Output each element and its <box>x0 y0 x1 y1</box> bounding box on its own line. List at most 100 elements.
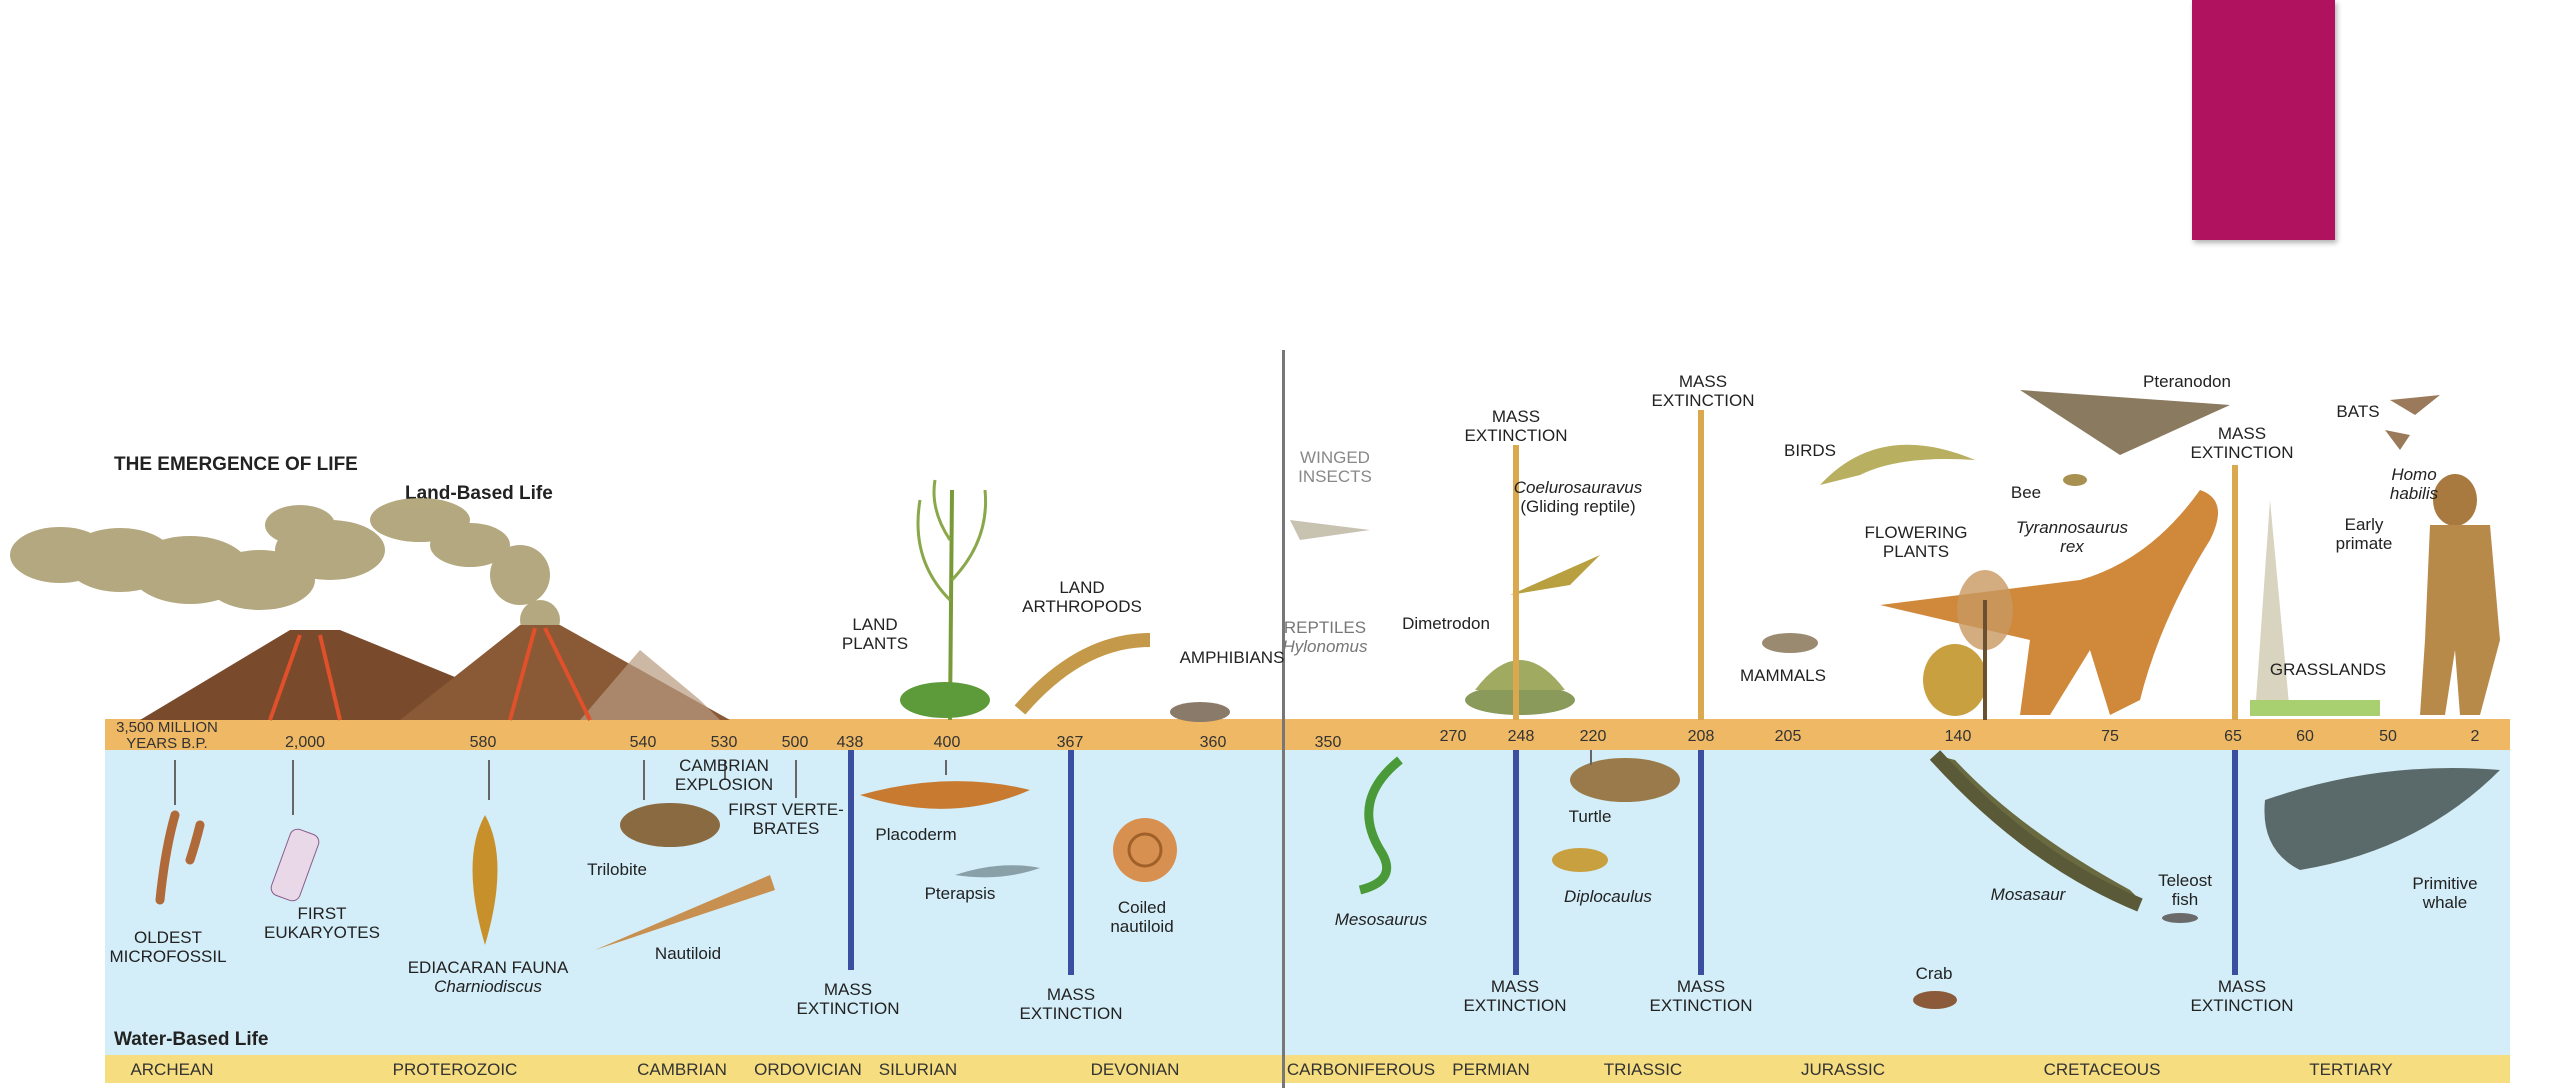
mass-extinction-label: MASS EXTINCTION <box>1652 372 1755 410</box>
teleost-line-1: Teleost <box>2158 871 2212 890</box>
first-eukaryotes-line-1: FIRST <box>264 904 380 923</box>
mosasaur-label: Mosasaur <box>1991 885 2066 904</box>
mass-extinction-label: MASS EXTINCTION <box>1020 985 1123 1023</box>
era-label: PROTEROZOIC <box>393 1060 518 1080</box>
tick-label: 367 <box>1057 734 1084 752</box>
tick-label: 205 <box>1775 728 1802 746</box>
era-label: PERMIAN <box>1452 1060 1529 1080</box>
mass-extinction-label: MASS EXTINCTION <box>797 980 900 1018</box>
tick-label: 400 <box>934 734 961 752</box>
extinction-line: EXTINCTION <box>1650 996 1753 1015</box>
extinction-line-248 <box>1513 750 1519 975</box>
tick-label: 438 <box>837 734 864 752</box>
extinction-line-65 <box>2232 750 2238 975</box>
primitive-whale-line-2: whale <box>2412 893 2477 912</box>
coiled-nautiloid-label: Coiled nautiloid <box>1110 898 1173 936</box>
oldest-microfossil-label: OLDEST MICROFOSSIL <box>109 928 226 966</box>
cambrian-explosion-label: CAMBRIAN EXPLOSION <box>675 756 773 794</box>
era-label: ORDOVICIAN <box>754 1060 862 1080</box>
era-label: JURASSIC <box>1801 1060 1885 1080</box>
first-eukaryotes-label: FIRST EUKARYOTES <box>264 904 380 942</box>
pin-540 <box>643 760 645 800</box>
tick-label: 360 <box>1200 734 1227 752</box>
winged-insects-line-2: INSECTS <box>1298 467 1372 486</box>
pin-ediacaran <box>488 760 490 800</box>
timeline-start-line-1: 3,500 MILLION <box>116 720 218 736</box>
mass-line: MASS <box>1464 977 1567 996</box>
habilis-line: habilis <box>2390 484 2438 503</box>
ediacaran-label: EDIACARAN FAUNA Charniodiscus <box>408 958 569 996</box>
mass-line: MASS <box>1465 407 1568 426</box>
charniodiscus-line: Charniodiscus <box>408 977 569 996</box>
era-label: TRIASSIC <box>1604 1060 1682 1080</box>
mass-extinction-label: MASS EXTINCTION <box>2191 424 2294 462</box>
trilobite-label: Trilobite <box>587 860 647 879</box>
tick-label: 220 <box>1580 728 1607 746</box>
pin-220 <box>1590 750 1592 765</box>
mass-extinction-label: MASS EXTINCTION <box>2191 977 2294 1015</box>
primitive-whale-label: Primitive whale <box>2412 874 2477 912</box>
first-vertebrates-line-2: BRATES <box>728 819 844 838</box>
tick-label: 2,000 <box>285 734 325 752</box>
primitive-whale-line-1: Primitive <box>2412 874 2477 893</box>
tick-label: 350 <box>1315 734 1342 752</box>
first-eukaryotes-line-2: EUKARYOTES <box>264 923 380 942</box>
extinction-line: EXTINCTION <box>797 999 900 1018</box>
flowering-plants-line-1: FLOWERING <box>1865 523 1968 542</box>
oldest-microfossil-line-2: MICROFOSSIL <box>109 947 226 966</box>
pin-eukaryotes <box>292 760 294 815</box>
extinction-line-438 <box>848 750 854 970</box>
tick-label: 270 <box>1440 728 1467 746</box>
extinction-line: EXTINCTION <box>1465 426 1568 445</box>
amphibians-label: AMPHIBIANS <box>1180 648 1285 667</box>
era-label: DEVONIAN <box>1091 1060 1180 1080</box>
pin-400 <box>945 760 947 775</box>
tick-label: 208 <box>1688 728 1715 746</box>
pin-microfossil <box>174 760 176 805</box>
extinction-line: EXTINCTION <box>2191 996 2294 1015</box>
mesosaurus-label: Mesosaurus <box>1335 910 1428 929</box>
winged-insects-label: WINGED INSECTS <box>1298 448 1372 486</box>
tick-label: 2 <box>2471 728 2480 746</box>
land-arthropods-line-1: LAND <box>1022 578 1142 597</box>
extinction-line-367 <box>1068 750 1074 975</box>
early-primate-line-2: primate <box>2336 534 2393 553</box>
extinction-line: EXTINCTION <box>1652 391 1755 410</box>
teleost-line-2: fish <box>2158 890 2212 909</box>
bee-label: Bee <box>2011 483 2041 502</box>
turtle-label: Turtle <box>1569 807 1612 826</box>
timeline-start-line-2: YEARS B.P. <box>116 736 218 752</box>
ediacaran-line-1: EDIACARAN FAUNA <box>408 958 569 977</box>
homo-habilis-label: Homo habilis <box>2390 465 2438 503</box>
tick-label: 248 <box>1508 728 1535 746</box>
reptiles-line: REPTILES <box>1282 618 1367 637</box>
land-plants-line-2: PLANTS <box>842 634 908 653</box>
extinction-line-208 <box>1698 750 1704 975</box>
extinction-line-208-land <box>1698 410 1704 720</box>
homo-line: Homo <box>2390 465 2438 484</box>
first-vertebrates-label: FIRST VERTE- BRATES <box>728 800 844 838</box>
teleost-label: Teleost fish <box>2158 871 2212 909</box>
extinction-line-65-land <box>2232 465 2238 720</box>
bats-label: BATS <box>2336 402 2379 421</box>
mass-extinction-label: MASS EXTINCTION <box>1464 977 1567 1015</box>
tyrannosaurus-label: Tyrannosaurus rex <box>2016 518 2128 556</box>
birds-label: BIRDS <box>1784 441 1836 460</box>
early-primate-label: Early primate <box>2336 515 2393 553</box>
mammals-label: MAMMALS <box>1740 666 1826 685</box>
pteranodon-label: Pteranodon <box>2143 372 2231 391</box>
cambrian-explosion-line-2: EXPLOSION <box>675 775 773 794</box>
tick-label: 140 <box>1945 728 1972 746</box>
dimetrodon-label: Dimetrodon <box>1402 614 1490 633</box>
land-plants-line-1: LAND <box>842 615 908 634</box>
mass-line: MASS <box>797 980 900 999</box>
pterapsis-label: Pterapsis <box>925 884 996 903</box>
placoderm-label: Placoderm <box>875 825 956 844</box>
winged-insects-line-1: WINGED <box>1298 448 1372 467</box>
land-arthropods-label: LAND ARTHROPODS <box>1022 578 1142 616</box>
extinction-line: EXTINCTION <box>1020 1004 1123 1023</box>
tick-label: 580 <box>470 734 497 752</box>
era-label: TERTIARY <box>2309 1060 2392 1080</box>
hylonomus-line: Hylonomus <box>1282 637 1367 656</box>
mass-line: MASS <box>2191 424 2294 443</box>
